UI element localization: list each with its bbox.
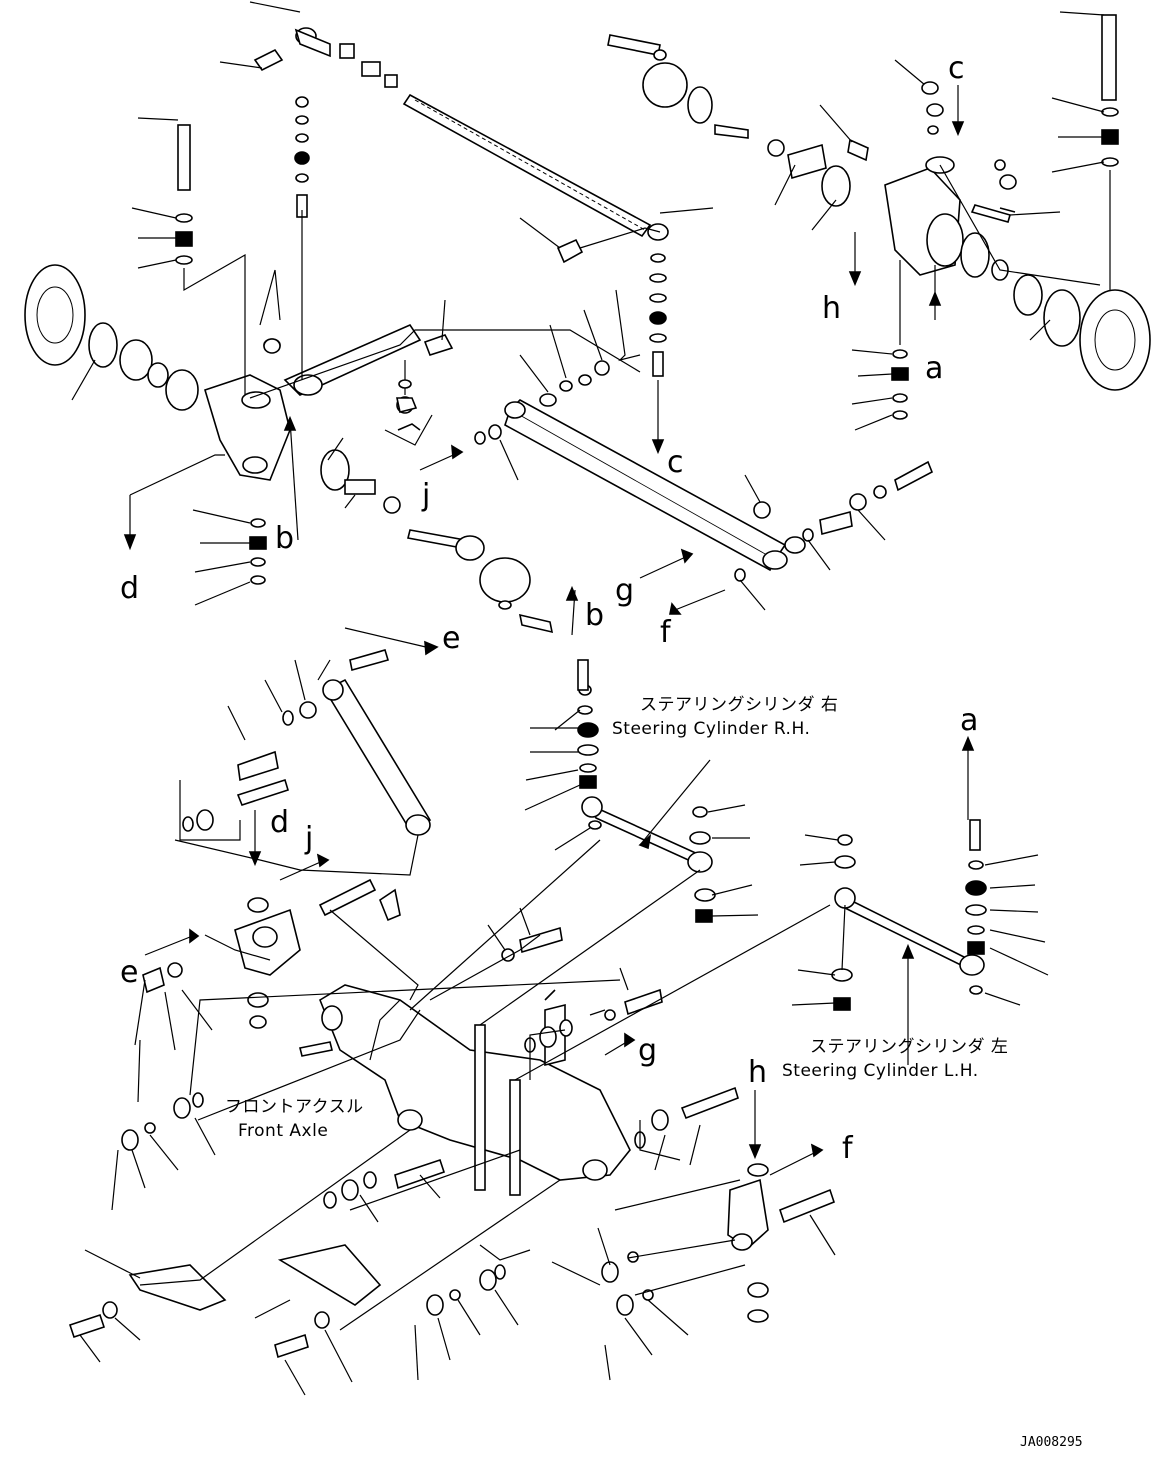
ref-label-h-lower: h bbox=[748, 1055, 767, 1090]
ref-label-f-upper: f bbox=[660, 615, 672, 650]
misc-small-parts bbox=[263, 81, 1016, 1001]
lower-hardware bbox=[68, 926, 663, 1359]
right-steering-knuckle bbox=[607, 34, 1151, 420]
steering-cylinder-rh bbox=[577, 659, 716, 923]
caption-steering-rh-jp: ステアリングシリンダ 右 bbox=[640, 695, 838, 715]
left-kingpin-stack bbox=[175, 96, 310, 265]
ref-label-d-upper: d bbox=[120, 571, 139, 606]
tie-rod-assembly bbox=[253, 27, 669, 264]
caption-steering-lh-en: Steering Cylinder L.H. bbox=[782, 1061, 979, 1081]
ref-label-h-upper: h bbox=[822, 291, 841, 326]
caption-steering-lh-jp: ステアリングシリンダ 左 bbox=[810, 1037, 1008, 1057]
center-link-beam bbox=[474, 360, 934, 582]
steering-cylinder-lh bbox=[831, 819, 987, 1011]
reference-letters: c h a c j b d g b f e a d j e g h f bbox=[120, 51, 978, 1166]
caption-steering-rh-en: Steering Cylinder R.H. bbox=[612, 719, 810, 739]
ref-label-f-lower: f bbox=[842, 1131, 854, 1166]
ref-label-c-upper: c bbox=[948, 51, 965, 86]
ref-label-b-left: b bbox=[275, 521, 294, 556]
ref-label-a-lower: a bbox=[960, 703, 978, 738]
ref-label-j-upper: j bbox=[421, 478, 430, 513]
ref-label-d-lower: d bbox=[270, 805, 289, 840]
ref-label-j-lower: j bbox=[304, 821, 313, 856]
ref-label-e-upper: e bbox=[442, 621, 460, 656]
caption-front-axle-en: Front Axle bbox=[238, 1121, 328, 1141]
caption-front-axle-jp: フロントアクスル bbox=[225, 1097, 364, 1117]
ref-label-b-center: b bbox=[585, 598, 604, 633]
ref-label-a-upper: a bbox=[925, 351, 943, 386]
front-axle-frame bbox=[142, 878, 631, 1196]
rear-pivot-bracket bbox=[634, 1086, 835, 1323]
ref-label-e-lower: e bbox=[120, 955, 138, 990]
right-kingpin-stack bbox=[649, 14, 1119, 455]
ref-label-g-lower: g bbox=[638, 1033, 657, 1068]
captions: ステアリングシリンダ 右 Steering Cylinder R.H. ステアリ… bbox=[225, 695, 1008, 1141]
leader-lines bbox=[71, 1, 1111, 1396]
document-id: JA008295 bbox=[1020, 1435, 1083, 1450]
left-steering-knuckle bbox=[24, 264, 554, 634]
ref-label-g-upper: g bbox=[615, 573, 634, 608]
cylinder-link bbox=[182, 649, 432, 836]
ref-label-c-lower: c bbox=[667, 445, 684, 480]
